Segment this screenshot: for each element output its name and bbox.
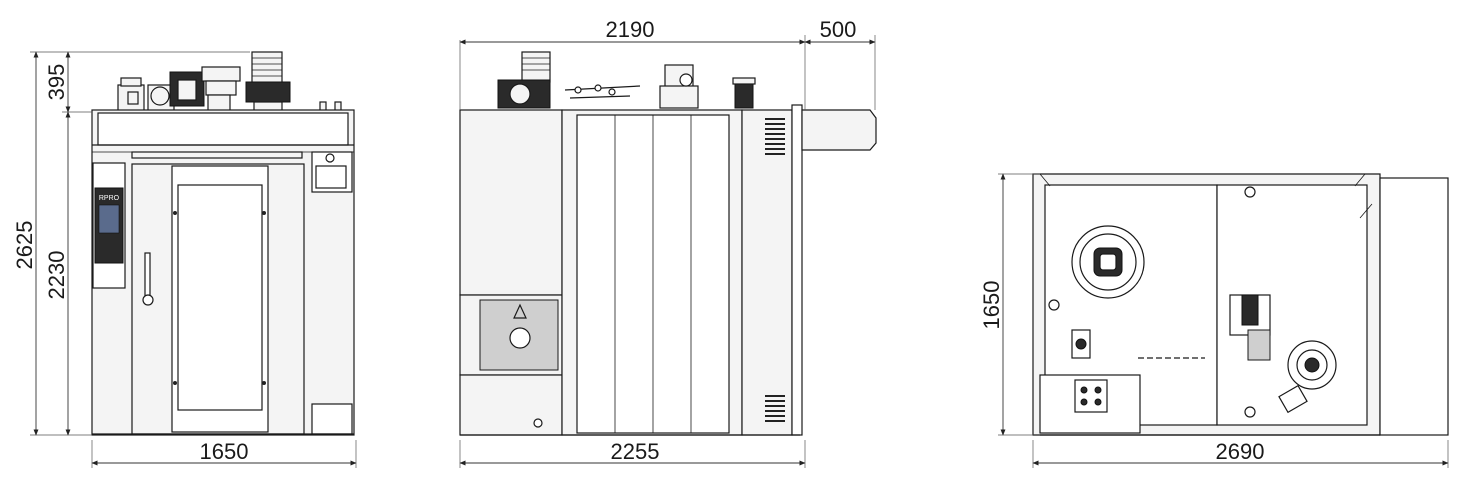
front-view: RPRO: [91, 51, 355, 436]
door-window: [177, 184, 263, 411]
side-dimensions: 2190 500 2255: [459, 17, 876, 468]
front-top-panel: [97, 112, 349, 146]
side-upper-block: [459, 109, 563, 296]
front-top-height-label: 395: [44, 64, 69, 101]
side-bottom-width-label: 2255: [611, 439, 660, 464]
side-top-equipment: [497, 51, 756, 109]
top-motor: [1229, 294, 1271, 361]
top-fan-flange: [1071, 225, 1145, 299]
side-overhang-label: 500: [820, 17, 857, 42]
door-handle: [144, 252, 151, 299]
upper-vent-slots: [765, 118, 785, 155]
front-top-equipment: [117, 51, 342, 112]
top-depth-label: 1650: [979, 281, 1004, 330]
side-vent-section: [741, 109, 793, 436]
top-extension: [1379, 177, 1449, 436]
front-total-height-label: 2625: [12, 221, 37, 270]
top-dimensions: 1650 2690: [979, 173, 1449, 468]
top-blower: [1278, 340, 1337, 414]
front-width-label: 1650: [200, 439, 249, 464]
top-view: [1032, 173, 1449, 436]
panel-brand: RPRO: [99, 195, 120, 202]
front-dimensions: 1650 2625 2230 395: [12, 51, 357, 468]
side-hood: [801, 109, 877, 151]
lower-vent-slots: [765, 395, 785, 422]
side-view: [459, 51, 877, 436]
side-top-width-label: 2190: [606, 17, 655, 42]
top-width-label: 2690: [1216, 439, 1265, 464]
front-body-height-label: 2230: [44, 251, 69, 300]
